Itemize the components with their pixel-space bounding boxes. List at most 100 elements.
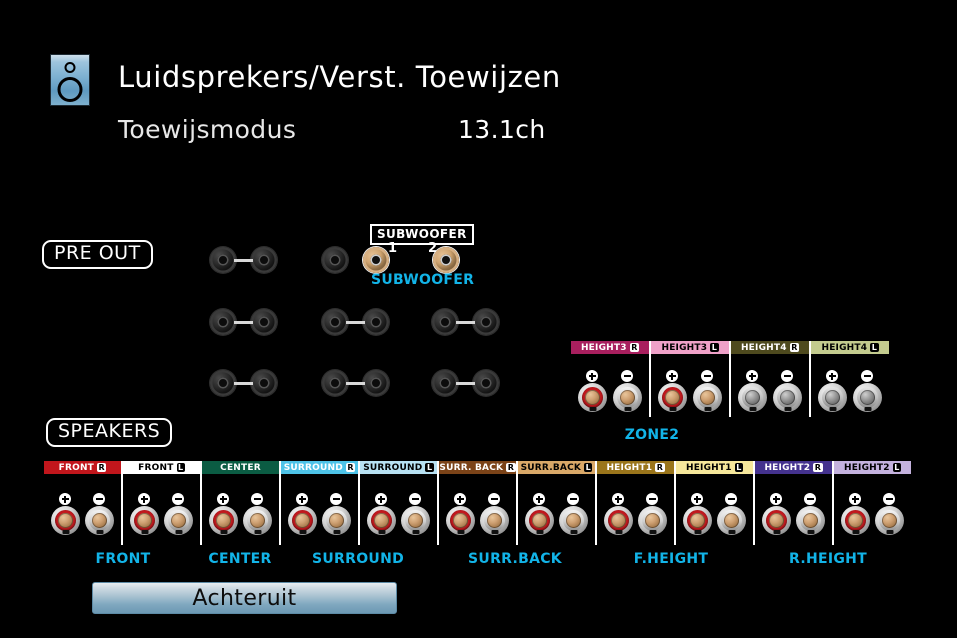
speaker-post-surround-l-plus[interactable] bbox=[367, 506, 396, 535]
polarity-minus-icon bbox=[725, 493, 737, 505]
polarity-plus-icon bbox=[746, 370, 758, 382]
zone2-divider bbox=[649, 341, 651, 417]
speaker-post-front-r-plus[interactable] bbox=[51, 506, 80, 535]
pre-out-jack bbox=[251, 309, 277, 335]
pre-out-jack bbox=[473, 370, 499, 396]
speaker-divider bbox=[674, 461, 676, 545]
speaker-icon bbox=[50, 54, 90, 106]
polarity-minus-icon bbox=[883, 493, 895, 505]
pre-out-jack-link bbox=[234, 259, 253, 262]
subwoofer-number-2: 2 bbox=[428, 241, 438, 256]
speaker-post-surround-r-plus[interactable] bbox=[288, 506, 317, 535]
pre-out-jack-subwoofer-2 bbox=[433, 247, 459, 273]
speaker-group-caption: R.HEIGHT bbox=[788, 551, 868, 567]
speaker-post-surrback-l-plus[interactable] bbox=[525, 506, 554, 535]
speaker-divider bbox=[753, 461, 755, 545]
speaker-post-center-plus[interactable] bbox=[209, 506, 238, 535]
speaker-tweeter-shape bbox=[64, 62, 76, 73]
speaker-post-height1-r-plus[interactable] bbox=[604, 506, 633, 535]
zone2-post-height4-r-minus[interactable] bbox=[773, 383, 802, 412]
polarity-minus-icon bbox=[409, 493, 421, 505]
polarity-plus-icon bbox=[217, 493, 229, 505]
polarity-plus-icon bbox=[826, 370, 838, 382]
speaker-post-height2-l-plus[interactable] bbox=[841, 506, 870, 535]
polarity-plus-icon bbox=[138, 493, 150, 505]
subwoofer-number-1: 1 bbox=[388, 241, 398, 256]
speaker-group-caption: SURR.BACK bbox=[468, 551, 562, 567]
speaker-post-height1-l-plus[interactable] bbox=[683, 506, 712, 535]
pre-out-jack bbox=[363, 309, 389, 335]
speaker-post-height2-l-minus[interactable] bbox=[875, 506, 904, 535]
polarity-minus-icon bbox=[861, 370, 873, 382]
polarity-plus-icon bbox=[586, 370, 598, 382]
polarity-plus-icon bbox=[59, 493, 71, 505]
pre-out-jack bbox=[473, 309, 499, 335]
polarity-plus-icon bbox=[454, 493, 466, 505]
zone2-post-height3-r-minus[interactable] bbox=[613, 383, 642, 412]
speakers-badge: SPEAKERS bbox=[46, 418, 173, 447]
pre-out-jack bbox=[210, 370, 236, 396]
zone2-caption: ZONE2 bbox=[624, 427, 680, 443]
zone2-divider bbox=[729, 341, 731, 417]
polarity-minus-icon bbox=[701, 370, 713, 382]
polarity-plus-icon bbox=[666, 370, 678, 382]
polarity-minus-icon bbox=[781, 370, 793, 382]
speaker-post-surround-r-minus[interactable] bbox=[322, 506, 351, 535]
zone2-post-height3-l-minus[interactable] bbox=[693, 383, 722, 412]
pre-out-badge: PRE OUT bbox=[42, 240, 153, 269]
speaker-group-caption: SURROUND bbox=[311, 551, 405, 567]
zone2-post-height3-l-plus[interactable] bbox=[658, 383, 687, 412]
polarity-plus-icon bbox=[375, 493, 387, 505]
pre-out-jack bbox=[210, 309, 236, 335]
polarity-plus-icon bbox=[849, 493, 861, 505]
speaker-woofer-shape bbox=[57, 77, 83, 102]
speaker-post-height2-r-plus[interactable] bbox=[762, 506, 791, 535]
pre-out-jack bbox=[210, 247, 236, 273]
speaker-post-front-l-minus[interactable] bbox=[164, 506, 193, 535]
speaker-post-surrback-r-plus[interactable] bbox=[446, 506, 475, 535]
speaker-post-height1-l-minus[interactable] bbox=[717, 506, 746, 535]
speaker-divider bbox=[832, 461, 834, 545]
pre-out-jack-link bbox=[346, 321, 365, 324]
speaker-post-height2-r-minus[interactable] bbox=[796, 506, 825, 535]
polarity-plus-icon bbox=[770, 493, 782, 505]
speaker-divider bbox=[121, 461, 123, 545]
speaker-post-surrback-r-minus[interactable] bbox=[480, 506, 509, 535]
speaker-bar-center: CENTER bbox=[202, 461, 279, 474]
polarity-plus-icon bbox=[691, 493, 703, 505]
polarity-plus-icon bbox=[533, 493, 545, 505]
zone2-post-height4-l-minus[interactable] bbox=[853, 383, 882, 412]
assign-mode-label: Toewijsmodus bbox=[118, 115, 297, 144]
polarity-minus-icon bbox=[488, 493, 500, 505]
speaker-group-caption: FRONT bbox=[95, 551, 151, 567]
pre-out-jack-link bbox=[234, 382, 253, 385]
pre-out-jack-subwoofer-1 bbox=[363, 247, 389, 273]
speaker-divider bbox=[358, 461, 360, 545]
speaker-post-front-r-minus[interactable] bbox=[85, 506, 114, 535]
zone2-post-height4-l-plus[interactable] bbox=[818, 383, 847, 412]
speaker-post-surround-l-minus[interactable] bbox=[401, 506, 430, 535]
speaker-post-center-minus[interactable] bbox=[243, 506, 272, 535]
speaker-post-height1-r-minus[interactable] bbox=[638, 506, 667, 535]
assign-mode-value: 13.1ch bbox=[458, 115, 546, 144]
pre-out-jack-link bbox=[346, 382, 365, 385]
polarity-minus-icon bbox=[646, 493, 658, 505]
speaker-post-front-l-plus[interactable] bbox=[130, 506, 159, 535]
pre-out-jack bbox=[251, 247, 277, 273]
zone2-post-height3-r-plus[interactable] bbox=[578, 383, 607, 412]
speaker-post-surrback-l-minus[interactable] bbox=[559, 506, 588, 535]
speaker-divider bbox=[516, 461, 518, 545]
back-button[interactable]: Achteruit bbox=[92, 582, 397, 614]
polarity-minus-icon bbox=[93, 493, 105, 505]
zone2-post-height4-r-plus[interactable] bbox=[738, 383, 767, 412]
pre-out-jack-link bbox=[456, 382, 475, 385]
pre-out-jack bbox=[432, 309, 458, 335]
